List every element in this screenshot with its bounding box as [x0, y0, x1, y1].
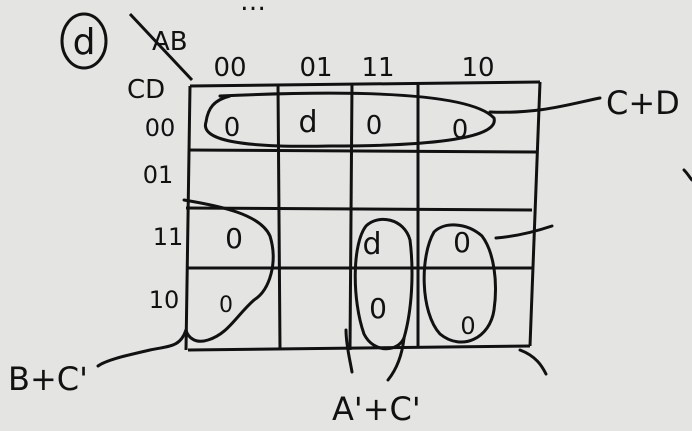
- row-header: 01: [143, 161, 174, 189]
- row-header: 00: [145, 114, 176, 142]
- grid-line-v: [278, 84, 280, 350]
- grid-line-h: [188, 150, 536, 152]
- cell-value: 0: [225, 222, 243, 255]
- grid-line-v: [530, 82, 540, 346]
- group-label-left-column: B+C': [8, 360, 88, 398]
- cell-value: d: [362, 227, 381, 262]
- row-header: 10: [149, 286, 180, 314]
- col-header: 11: [361, 53, 394, 83]
- row-header: 11: [153, 223, 184, 251]
- group-leader-bottom-right: [388, 338, 404, 380]
- cell-value: d: [298, 105, 317, 140]
- cell-value: 0: [224, 113, 241, 143]
- problem-marker: d: [62, 14, 106, 68]
- cell-value: 0: [366, 111, 383, 141]
- cell-value: 0: [369, 292, 387, 325]
- problem-label: d: [73, 22, 96, 63]
- cell-value: 0: [453, 226, 471, 259]
- cell-value: 0: [219, 293, 233, 318]
- cell-value: 0: [460, 312, 475, 340]
- group-leader-right: [496, 226, 552, 238]
- group-label-top-row: C+D: [606, 84, 680, 122]
- grid-line-h: [186, 208, 532, 210]
- group-leader-bottom-edge: [520, 350, 546, 374]
- grid-line-v: [350, 84, 352, 350]
- group-leader-left-column: [98, 330, 186, 366]
- col-header: 00: [213, 53, 246, 83]
- col-header: 01: [299, 53, 332, 83]
- header-fragment: …: [240, 0, 266, 17]
- stray-mark: [684, 170, 692, 180]
- group-leader-top-row: [490, 98, 600, 112]
- row-var-label: CD: [127, 75, 165, 105]
- col-var-label: AB: [152, 27, 188, 57]
- group-label-bottom-right: A'+C': [332, 390, 421, 427]
- grid-line-v: [186, 86, 190, 350]
- col-header: 10: [461, 53, 494, 83]
- grid-line-h: [188, 346, 530, 350]
